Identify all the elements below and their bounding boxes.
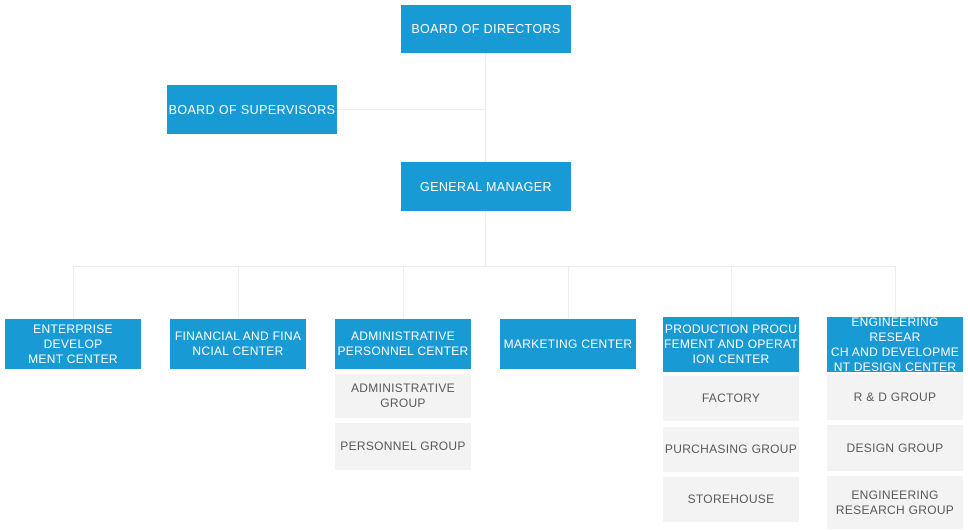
node-production-procurement-operation-center[interactable]: PRODUCTION PROCU FEMENT AND OPERAT ION C… [663, 317, 799, 372]
node-administrative-group[interactable]: ADMINISTRATIVE GROUP [335, 374, 471, 418]
node-factory[interactable]: FACTORY [663, 376, 799, 421]
node-marketing-center[interactable]: MARKETING CENTER [500, 319, 636, 369]
node-engineering-rd-design-center[interactable]: ENGINEERING RESEAR CH AND DEVELOPME NT D… [827, 315, 963, 374]
node-purchasing-group[interactable]: PURCHASING GROUP [663, 427, 799, 472]
connector-drop-marketing [568, 266, 569, 319]
node-engineering-research-group[interactable]: ENGINEERING RESEARCH GROUP [827, 476, 963, 529]
node-storehouse[interactable]: STOREHOUSE [663, 477, 799, 522]
node-personnel-group[interactable]: PERSONNEL GROUP [335, 423, 471, 470]
connector-manager-to-bus [485, 211, 486, 267]
node-administrative-personnel-center[interactable]: ADMINISTRATIVE PERSONNEL CENTER [335, 319, 471, 369]
connector-department-bus [73, 266, 896, 267]
node-general-manager[interactable]: GENERAL MANAGER [401, 162, 571, 211]
node-board-of-directors[interactable]: BOARD OF DIRECTORS [401, 5, 571, 53]
node-enterprise-development-center[interactable]: ENTERPRISE DEVELOP MENT CENTER [5, 319, 141, 369]
connector-drop-administrative [403, 266, 404, 319]
connector-directors-to-manager [485, 53, 486, 162]
connector-drop-financial [238, 266, 239, 319]
node-rd-group[interactable]: R & D GROUP [827, 374, 963, 420]
node-financial-center[interactable]: FINANCIAL AND FINA NCIAL CENTER [170, 319, 306, 369]
node-design-group[interactable]: DESIGN GROUP [827, 425, 963, 471]
connector-drop-enterprise [73, 266, 74, 319]
connector-drop-production [731, 266, 732, 317]
node-board-of-supervisors[interactable]: BOARD OF SUPERVISORS [167, 85, 337, 134]
connector-drop-engineering [895, 266, 896, 317]
connector-supervisors-branch [337, 109, 486, 110]
